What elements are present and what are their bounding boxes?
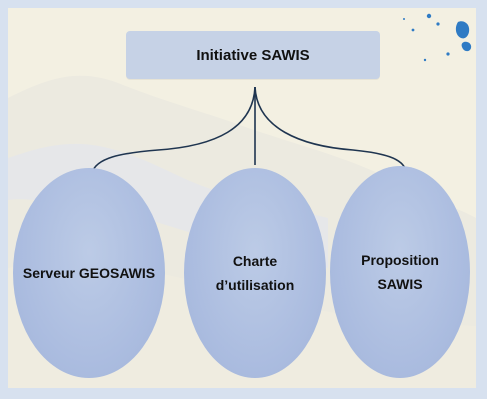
child-node-serveur-geosawis: Serveur GEOSAWIS bbox=[13, 168, 165, 378]
diagram-panel: Initiative SAWIS Serveur GEOSAWIS Charte… bbox=[8, 8, 476, 388]
child-node-label: Proposition SAWIS bbox=[361, 252, 439, 292]
child-node-charte-utilisation: Charte d’utilisation bbox=[184, 168, 326, 378]
child-node-label: Serveur GEOSAWIS bbox=[22, 265, 156, 281]
connector-root-to-left bbox=[91, 86, 256, 174]
root-node-initiative-sawis: Initiative SAWIS bbox=[126, 31, 380, 79]
child-node-label: Charte d’utilisation bbox=[215, 253, 295, 293]
root-node-label: Initiative SAWIS bbox=[196, 46, 310, 64]
connector-lines bbox=[91, 86, 407, 174]
child-node-proposition-sawis: Proposition SAWIS bbox=[330, 166, 470, 378]
map-blue-spots bbox=[403, 13, 472, 62]
connector-root-to-right bbox=[254, 86, 407, 172]
